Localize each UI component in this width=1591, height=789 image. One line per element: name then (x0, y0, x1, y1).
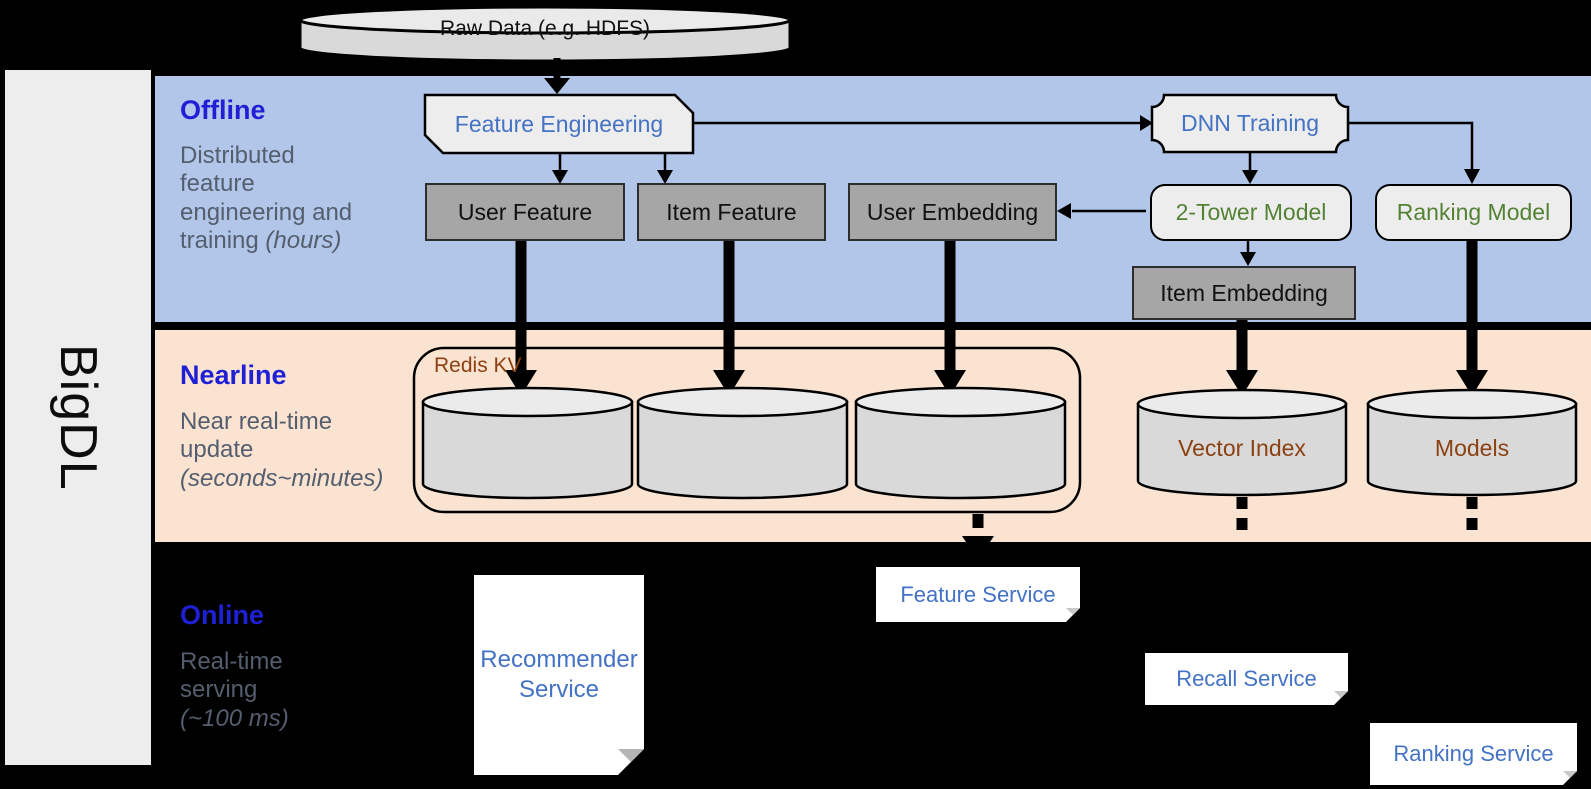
online-title: Online (180, 600, 265, 630)
bigdl-logo: BigDL (49, 344, 107, 491)
offline-description: Distributed feature engineering and trai… (180, 142, 353, 254)
feature-engineering-shape (423, 93, 695, 155)
ranking-service-node: Ranking Service (1370, 723, 1577, 785)
dnn-training-node: DNN Training (1180, 110, 1320, 136)
nearline-description: Near real-time update (seconds~minutes) (180, 408, 384, 492)
item-feature-node: Item Feature (637, 183, 826, 241)
user-feature-node: User Feature (425, 183, 625, 241)
vector-index-cylinder (1136, 388, 1348, 497)
models-label: Models (1434, 434, 1510, 461)
offline-title: Offline (180, 95, 266, 125)
recall-service-node: Recall Service (1145, 653, 1348, 705)
dnn-training-shape (1150, 93, 1350, 154)
thin-connectors (552, 115, 1480, 266)
item-embedding-node: Item Embedding (1132, 266, 1356, 320)
nearline-title: Nearline (180, 360, 287, 390)
redis-kv-label: Redis KV (434, 354, 522, 377)
ranking-model-node: Ranking Model (1375, 184, 1572, 241)
thick-connectors (505, 238, 1488, 396)
dashed-stubs (962, 497, 1478, 560)
bigdl-sidebar: BigDL (5, 70, 151, 765)
redis-cylinders (421, 386, 1067, 500)
online-description: Real-time serving (~100 ms) (180, 648, 289, 732)
vector-index-label: Vector Index (1178, 434, 1306, 461)
user-embedding-node: User Embedding (848, 183, 1057, 241)
raw-data-label: Raw Data (e.g. HDFS) (439, 17, 651, 40)
feature-engineering-node: Feature Engineering (454, 110, 664, 137)
raw-data-cylinder (298, 5, 792, 63)
two-tower-model-node: 2-Tower Model (1150, 184, 1352, 241)
models-cylinder (1366, 388, 1578, 497)
arrow-rawdata-to-fe (544, 58, 570, 94)
recommender-service-node: Recommender Service (474, 575, 644, 775)
feature-service-node: Feature Service (876, 567, 1080, 622)
redis-kv-container (412, 346, 1082, 514)
